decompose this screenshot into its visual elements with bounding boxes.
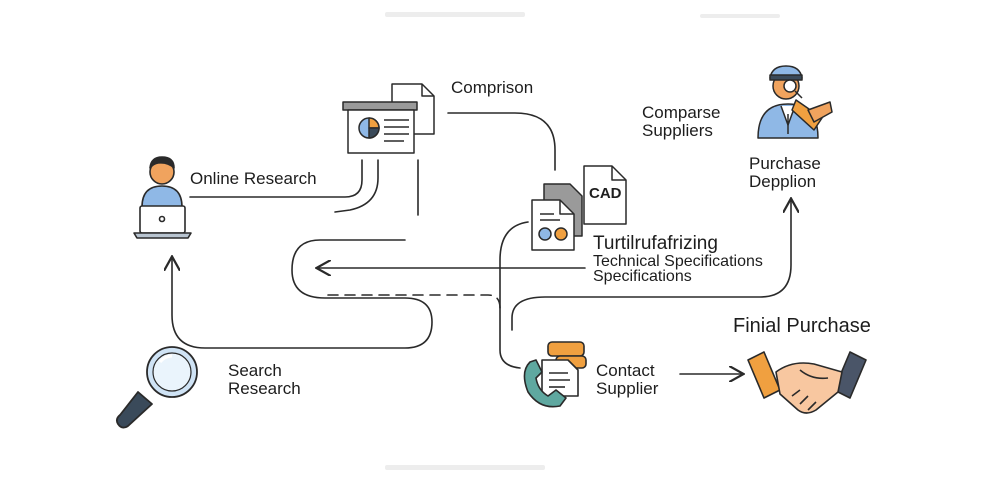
cad-badge: CAD [589, 185, 622, 202]
person-laptop-icon [133, 156, 192, 239]
inspector-magnifier-icon [757, 65, 833, 139]
connector-cad-to-contact [499, 221, 529, 369]
connector-comparison-to-cad [447, 112, 556, 171]
connector-dashed [327, 294, 501, 309]
connector-board-down [334, 159, 379, 213]
technical-specs-label: Turtilrufafrizing Technical Specificatio… [593, 233, 763, 285]
cad-files-icon [531, 165, 627, 251]
magnifier-icon [115, 346, 198, 429]
online-research-label: Online Research [190, 169, 317, 188]
phone-chat-icon [523, 341, 587, 408]
purchase-decision-label: Purchase Depplion [749, 154, 821, 191]
presentation-documents-icon [342, 83, 435, 154]
comparison-label: Comprison [451, 78, 534, 97]
connector-loop [172, 239, 433, 349]
faint-header-marks [385, 12, 780, 470]
compare-suppliers-label: Comparse Suppliers [642, 103, 721, 140]
connector-online-to-comparison [189, 159, 363, 198]
handshake-icon [747, 351, 867, 414]
search-research-label: Search Research [228, 361, 301, 398]
connector-contact-to-purchase [511, 200, 791, 331]
final-purchase-label: Finial Purchase [733, 315, 871, 337]
contact-supplier-label: Contact Supplier [596, 361, 659, 398]
connectors [172, 112, 791, 374]
